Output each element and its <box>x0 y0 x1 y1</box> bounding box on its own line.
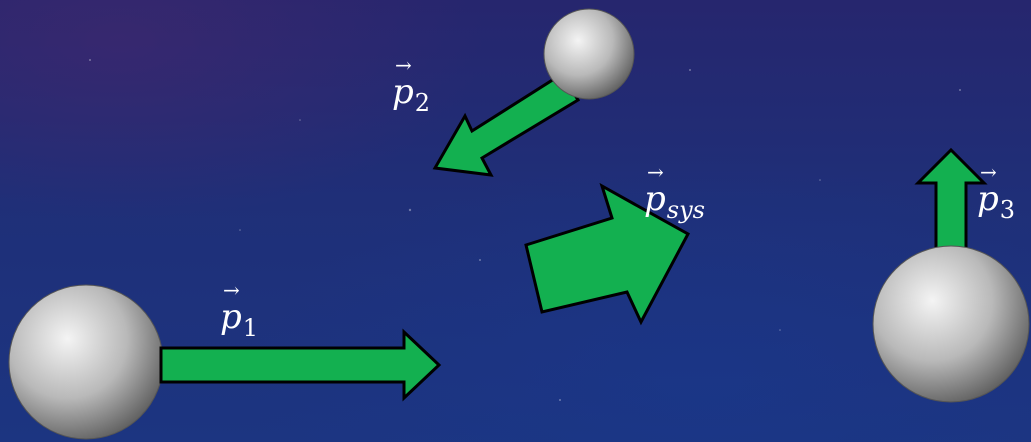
ball-1 <box>8 284 164 440</box>
label-p2: p2 <box>392 55 430 115</box>
label-psys: psys <box>644 162 705 222</box>
label-p1: p1 <box>220 280 258 340</box>
label-p3: p3 <box>977 162 1015 222</box>
ball-3 <box>872 245 1030 403</box>
arrow-psys <box>524 182 691 326</box>
arrow-p1 <box>159 328 442 402</box>
arrow-p3 <box>914 147 988 260</box>
arrow-p2 <box>432 71 581 177</box>
ball-2 <box>543 8 635 100</box>
star-field <box>89 59 961 401</box>
